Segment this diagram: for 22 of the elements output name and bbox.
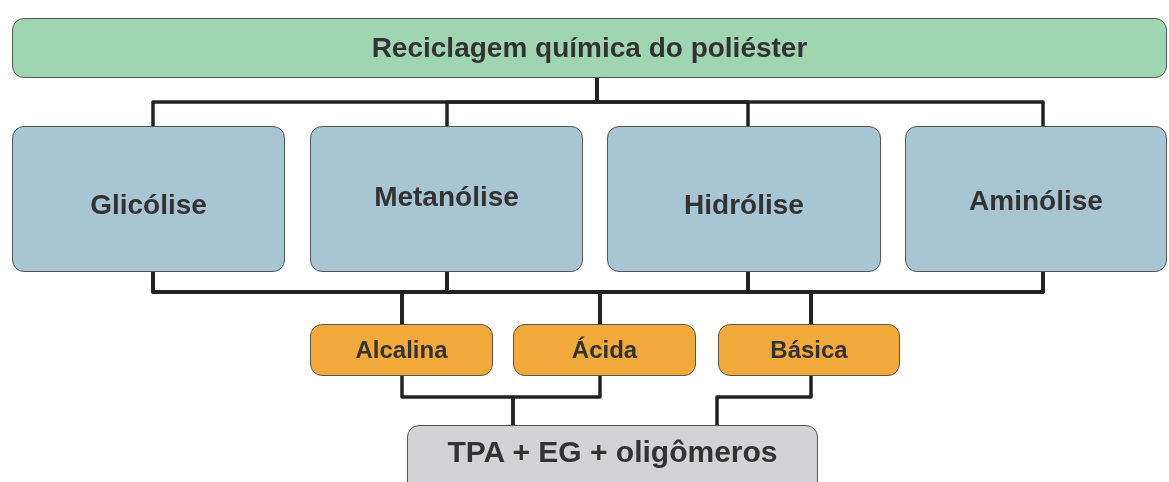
node-label: Hidrólise (684, 189, 804, 221)
title-box (12, 18, 1167, 78)
node-label: Reciclagem química do poliéster (371, 32, 808, 64)
condition-box (310, 324, 493, 376)
node-label: Aminólise (969, 185, 1103, 217)
connector-line (715, 376, 813, 425)
method-box (12, 126, 285, 272)
connector-line (809, 272, 1045, 324)
condition-box (513, 324, 696, 376)
product-box (407, 425, 818, 482)
node-label: Básica (770, 336, 848, 364)
connector-line (595, 78, 1045, 126)
node-label: TPA + EG + oligômeros (447, 435, 778, 469)
method-box (607, 126, 881, 272)
node-label: Glicólise (90, 189, 207, 221)
node-label: Ácida (571, 336, 638, 364)
connector-line (511, 376, 602, 425)
method-box (905, 126, 1167, 272)
method-box (310, 126, 583, 272)
condition-box (718, 324, 900, 376)
node-label: Metanólise (374, 181, 519, 213)
node-label: Alcalina (355, 336, 448, 364)
